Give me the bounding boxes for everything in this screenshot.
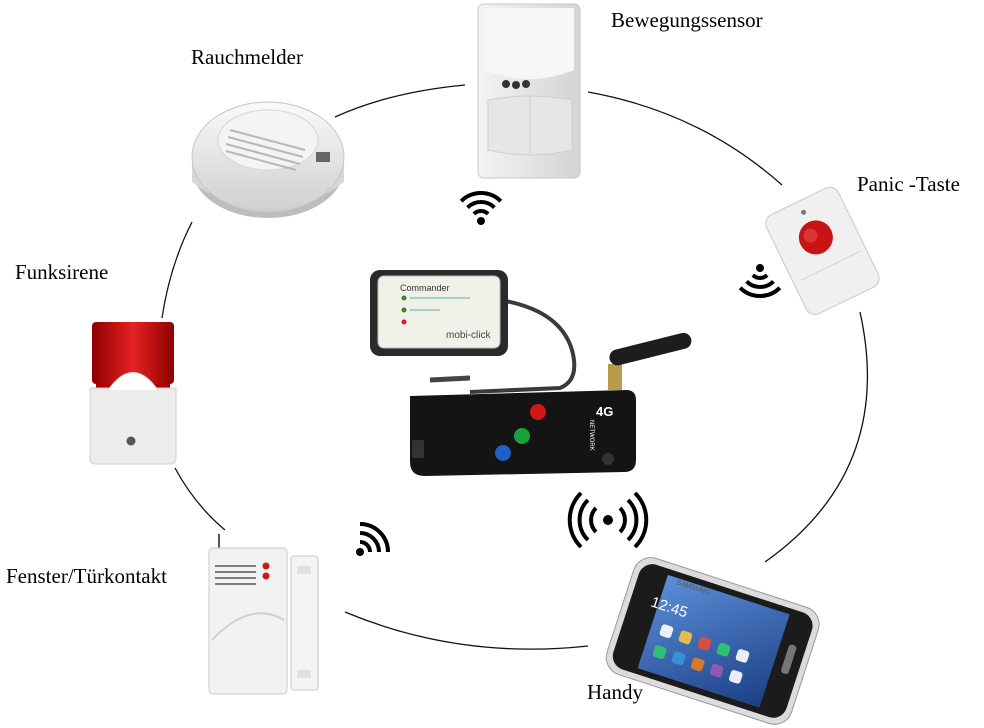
smoke-detector-device xyxy=(191,101,345,218)
ring-arc-bottom xyxy=(344,611,589,650)
commander-device xyxy=(370,270,577,394)
gsm-module-device xyxy=(410,332,692,476)
siren-device xyxy=(89,322,177,465)
door-contact-device xyxy=(208,534,319,695)
signal-icon-module xyxy=(567,491,649,549)
module-badge: 4G xyxy=(596,404,613,419)
network-ring xyxy=(161,84,869,650)
label-motion-sensor: Bewegungssensor xyxy=(611,8,763,32)
label-smoke-detector: Rauchmelder xyxy=(191,45,303,69)
module-network-text: NETWORK xyxy=(588,420,594,451)
label-phone: Handy xyxy=(587,680,643,704)
motion-sensor-device xyxy=(477,3,581,179)
commander-title: Commander xyxy=(400,283,450,293)
signal-icon-panic-button xyxy=(738,264,782,298)
label-panic-button: Panic -Taste xyxy=(857,172,960,196)
label-siren: Funksirene xyxy=(15,260,109,284)
phone-device xyxy=(605,557,820,725)
signal-icon-motion-sensor xyxy=(459,191,503,225)
ring-arc-left-bottom xyxy=(174,467,226,531)
commander-brand: mobi-click xyxy=(446,330,491,341)
ring-arc-top-right xyxy=(587,91,783,186)
panic-button-device xyxy=(765,186,880,315)
ring-arc-left-top xyxy=(161,221,193,319)
label-door-window-contact: Fenster/Türkontakt xyxy=(6,564,167,588)
ring-arc-right xyxy=(764,311,869,563)
ring-arc-top-left xyxy=(334,84,466,118)
signal-icon-door-contact xyxy=(356,522,390,556)
